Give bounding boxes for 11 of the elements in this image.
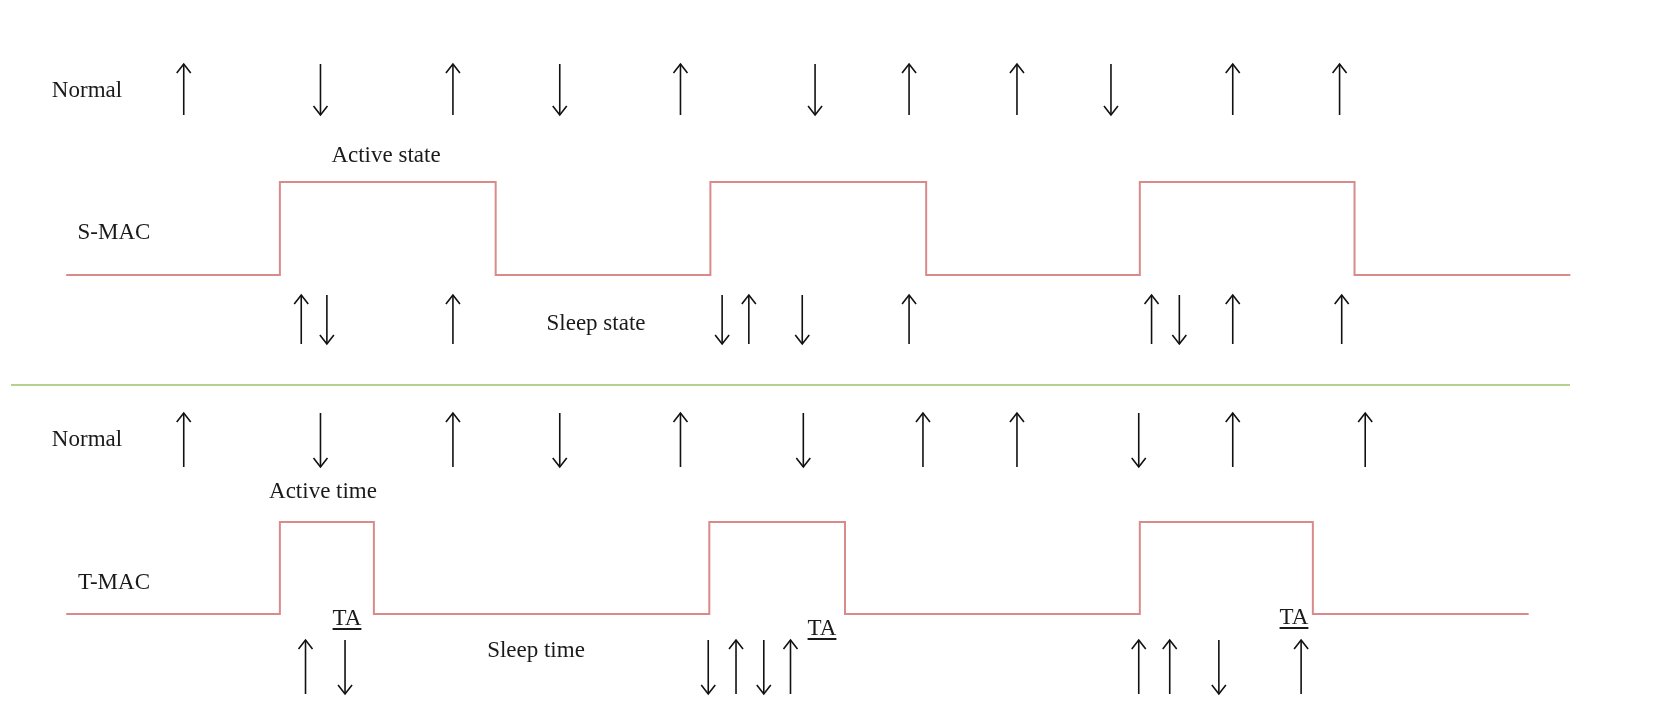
signal-label: Sleep time — [487, 637, 585, 663]
timeout-label: TA — [1279, 604, 1309, 630]
signal-label: Active time — [269, 478, 377, 504]
timeout-label: TA — [332, 605, 362, 631]
signal-label: Normal — [51, 77, 123, 103]
signal-label: T-MAC — [78, 569, 150, 595]
signal-label: Normal — [51, 426, 123, 452]
signal-label: Sleep state — [546, 310, 646, 336]
timeout-label: TA — [807, 615, 837, 641]
signal-label: S-MAC — [77, 219, 151, 245]
signal-label: Active state — [331, 142, 441, 168]
